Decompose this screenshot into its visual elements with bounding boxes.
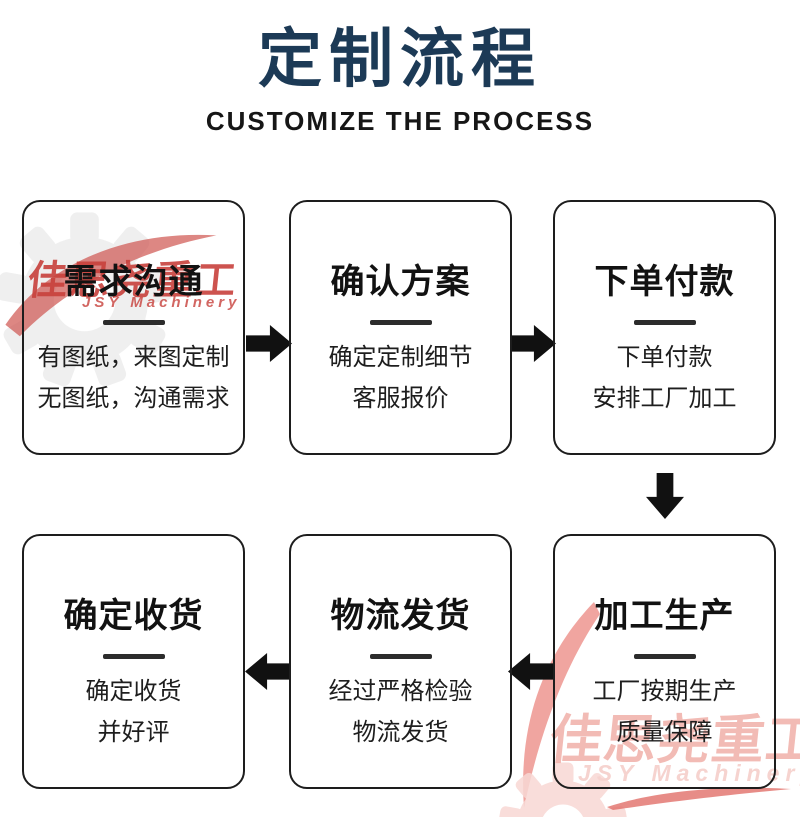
divider bbox=[369, 320, 432, 325]
step-detail: 确定收货 bbox=[85, 678, 182, 705]
step-box-background bbox=[289, 534, 512, 789]
step-box-production: 加工生产 工厂按期生产 质量保障 bbox=[553, 534, 776, 789]
step-title: 物流发货 bbox=[330, 597, 471, 635]
arrow-left-icon bbox=[508, 653, 554, 690]
page-title: 定制流程 bbox=[258, 23, 542, 95]
step-box-background bbox=[289, 200, 512, 455]
arrow-left-icon bbox=[245, 653, 291, 690]
step-box-background bbox=[553, 200, 776, 455]
step-detail: 质量保障 bbox=[616, 719, 713, 746]
step-title: 下单付款 bbox=[594, 263, 735, 301]
step-box-receipt: 确定收货 确定收货 并好评 bbox=[22, 534, 245, 789]
step-detail: 下单付款 bbox=[616, 344, 713, 371]
arrow-right-icon bbox=[510, 325, 556, 362]
step-title: 加工生产 bbox=[594, 597, 735, 635]
step-detail: 有图纸，来图定制 bbox=[37, 344, 230, 371]
step-detail: 工厂按期生产 bbox=[592, 678, 737, 705]
step-title: 确定收货 bbox=[63, 597, 204, 635]
step-box-shipping: 物流发货 经过严格检验 物流发货 bbox=[289, 534, 512, 789]
page-subtitle: CUSTOMIZE THE PROCESS bbox=[205, 106, 595, 136]
step-box-requirements: 需求沟通 有图纸，来图定制 无图纸，沟通需求 bbox=[22, 200, 245, 455]
divider bbox=[102, 320, 165, 325]
divider bbox=[633, 654, 696, 659]
step-title: 确认方案 bbox=[330, 263, 471, 301]
step-title: 需求沟通 bbox=[63, 263, 204, 301]
divider bbox=[633, 320, 696, 325]
step-box-background bbox=[22, 534, 245, 789]
step-detail: 客服报价 bbox=[352, 385, 449, 412]
step-detail: 确定定制细节 bbox=[328, 344, 473, 371]
step-detail: 无图纸，沟通需求 bbox=[37, 385, 230, 412]
step-box-order-payment: 下单付款 下单付款 安排工厂加工 bbox=[553, 200, 776, 455]
divider bbox=[102, 654, 165, 659]
divider bbox=[369, 654, 432, 659]
step-detail: 经过严格检验 bbox=[328, 678, 473, 705]
arrow-right-icon bbox=[246, 325, 292, 362]
step-detail: 物流发货 bbox=[352, 719, 449, 746]
step-box-confirm-plan: 确认方案 确定定制细节 客服报价 bbox=[289, 200, 512, 455]
step-detail: 安排工厂加工 bbox=[592, 385, 737, 412]
step-detail: 并好评 bbox=[97, 719, 170, 746]
arrow-down-icon bbox=[646, 473, 684, 519]
